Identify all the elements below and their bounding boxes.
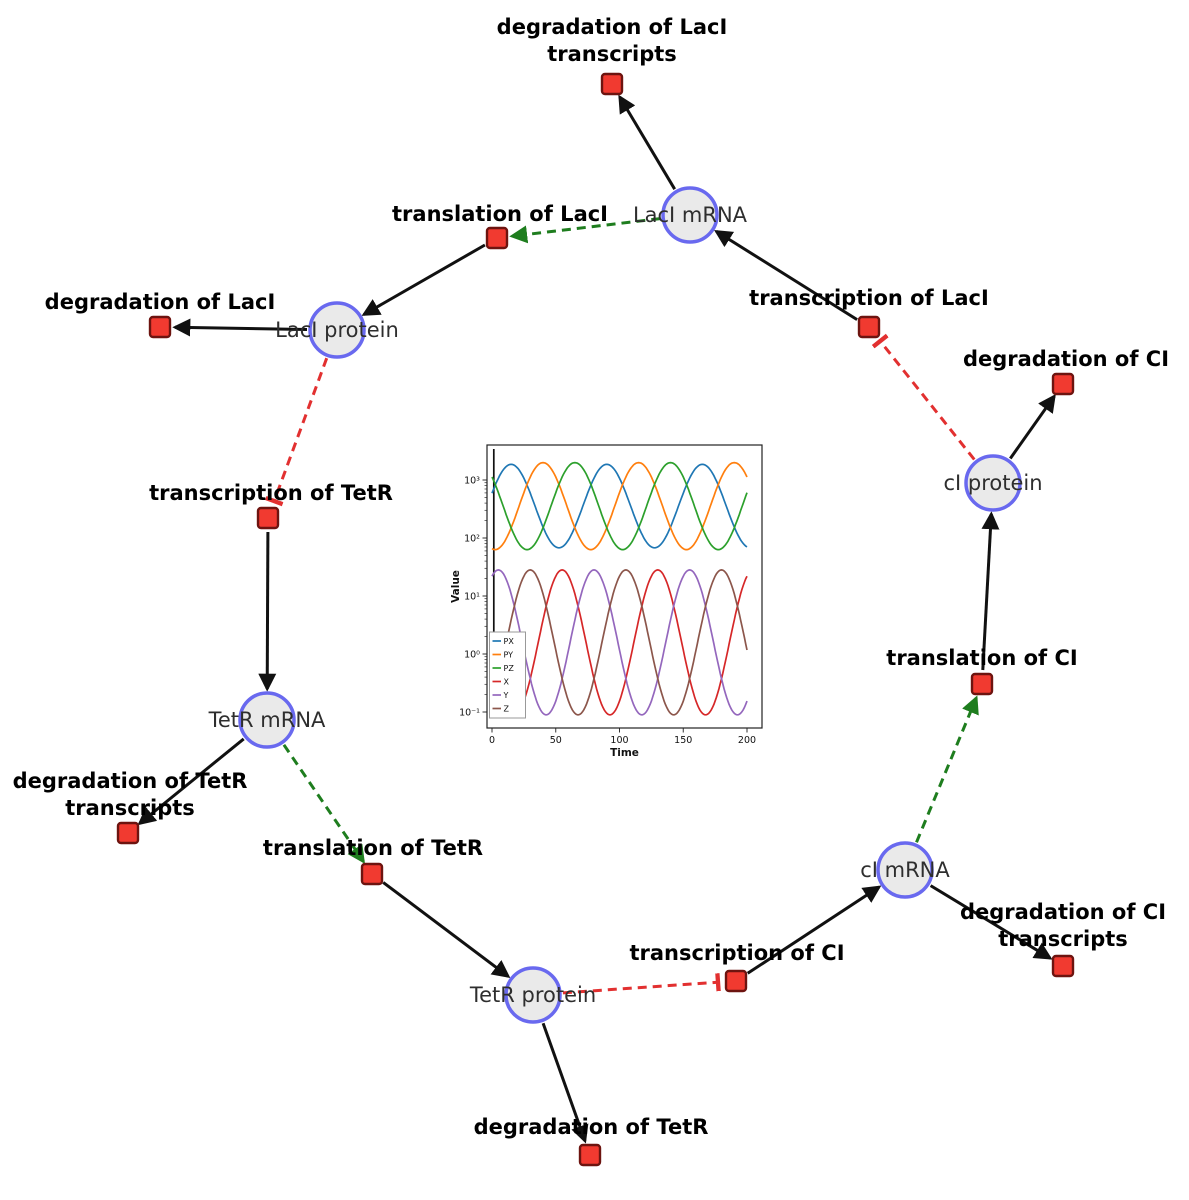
- y-tick-label: 10³: [464, 476, 480, 487]
- edges-layer: [137, 94, 1056, 1144]
- chart-frame: [486, 444, 763, 729]
- x-tick-label: 100: [610, 735, 628, 746]
- species-node-ci-mrna: [876, 841, 934, 899]
- legend-entry-label: PX: [504, 637, 515, 646]
- series-Y: [491, 569, 748, 716]
- reaction-label-translation-laci: translation of LacI: [392, 202, 608, 226]
- reaction-label-deg-tetr: degradation of TetR: [474, 1115, 709, 1139]
- species-node-laci-protein: [308, 301, 366, 359]
- species-node-laci-mrna: [661, 186, 719, 244]
- reaction-node-transcription-ci: [724, 969, 748, 993]
- x-tick-label: 0: [489, 735, 495, 746]
- reaction-node-translation-laci: [485, 226, 509, 250]
- series-Z: [491, 569, 748, 716]
- reaction-node-deg-ci: [1051, 372, 1075, 396]
- edge-production-transcription-tetr-tetr-mrna: [258, 531, 277, 692]
- edge-modifier-tetr-mrna-translation-tetr: [282, 743, 366, 864]
- species-node-tetr-protein: [504, 966, 562, 1024]
- edge-production-transcription-laci-laci-mrna: [714, 229, 858, 321]
- y-tick-label: 10¹: [464, 592, 480, 603]
- reaction-node-transcription-laci: [857, 315, 881, 339]
- x-tick-label: 200: [738, 735, 756, 746]
- legend-box: [489, 631, 526, 719]
- reaction-label-transcription-tetr: transcription of TetR: [149, 481, 393, 505]
- y-tick-label: 10²: [464, 534, 480, 545]
- species-label-laci-protein: LacI protein: [275, 318, 399, 342]
- species-label-laci-mrna: LacI mRNA: [633, 203, 748, 227]
- reaction-node-translation-ci: [970, 672, 994, 696]
- edge-consumption-laci-protein-deg-laci: [172, 318, 308, 337]
- edge-inhibition-laci-protein-transcription-tetr: [265, 357, 329, 507]
- reaction-label-deg-laci: degradation of LacI: [45, 290, 276, 314]
- species-label-ci-protein: cI protein: [943, 471, 1042, 495]
- edge-consumption-laci-mrna-deg-laci-transcripts: [618, 94, 676, 190]
- edge-consumption-ci-mrna-deg-ci-transcripts: [929, 884, 1053, 960]
- reaction-label-deg-tetr-transcripts: degradation of TetR: [13, 769, 248, 793]
- reaction-label-deg-laci-transcripts: transcripts: [547, 42, 677, 66]
- y-tick-label: 10⁰: [464, 650, 480, 661]
- y-axis-title: Value: [450, 570, 462, 603]
- x-tick-label: 50: [550, 735, 562, 746]
- species-label-tetr-protein: TetR protein: [469, 983, 596, 1007]
- legend-entry-label: PZ: [504, 664, 515, 673]
- legend-entry-label: PY: [504, 651, 514, 660]
- nodes-layer: [116, 72, 1075, 1167]
- species-node-ci-protein: [964, 454, 1022, 512]
- x-tick-label: 150: [674, 735, 692, 746]
- reaction-label-translation-tetr: translation of TetR: [263, 836, 483, 860]
- reaction-node-deg-tetr: [578, 1143, 602, 1167]
- edge-inhibition-ci-protein-transcription-laci: [871, 333, 976, 461]
- edge-inhibition-tetr-protein-transcription-ci: [562, 973, 721, 995]
- legend-entry-label: Z: [504, 705, 510, 714]
- species-label-ci-mrna: cI mRNA: [860, 858, 950, 882]
- edge-production-transcription-ci-ci-mrna: [746, 885, 882, 975]
- reaction-label-deg-ci: degradation of CI: [963, 347, 1169, 371]
- reaction-node-translation-tetr: [360, 862, 384, 886]
- reaction-node-deg-tetr-transcripts: [116, 821, 140, 845]
- edge-production-translation-tetr-tetr-protein: [382, 881, 511, 979]
- reaction-label-transcription-laci: transcription of LacI: [749, 286, 989, 310]
- edge-consumption-tetr-protein-deg-tetr: [541, 1022, 589, 1144]
- legend-entry-label: Y: [503, 691, 509, 700]
- x-axis-title: Time: [610, 747, 639, 759]
- reaction-node-transcription-tetr: [256, 506, 280, 530]
- edge-production-translation-laci-laci-protein: [361, 243, 486, 316]
- reaction-node-deg-laci-transcripts: [600, 72, 624, 96]
- reaction-label-translation-ci: translation of CI: [886, 646, 1077, 670]
- reaction-label-deg-tetr-transcripts: transcripts: [65, 796, 195, 820]
- series-X: [491, 569, 748, 716]
- reaction-node-deg-ci-transcripts: [1051, 954, 1075, 978]
- series-PX: [491, 463, 748, 549]
- reaction-label-deg-ci-transcripts: transcripts: [998, 927, 1128, 951]
- series-PZ: [491, 461, 748, 551]
- series-PY: [491, 461, 748, 551]
- edge-modifier-laci-mrna-translation-laci: [509, 217, 661, 244]
- edge-consumption-tetr-mrna-deg-tetr-transcripts: [137, 737, 245, 826]
- edge-modifier-ci-mrna-translation-ci: [915, 695, 979, 843]
- reaction-label-deg-ci-transcripts: degradation of CI: [960, 900, 1166, 924]
- reaction-label-transcription-ci: transcription of CI: [629, 941, 844, 965]
- y-tick-label: 10⁻¹: [459, 708, 480, 719]
- legend-entry-label: X: [504, 678, 510, 687]
- reaction-node-deg-laci: [148, 315, 172, 339]
- species-node-tetr-mrna: [238, 691, 296, 749]
- edge-production-translation-ci-ci-protein: [981, 511, 1000, 671]
- reaction-label-deg-laci-transcripts: degradation of LacI: [497, 15, 728, 39]
- edge-consumption-ci-protein-deg-ci: [1009, 393, 1056, 460]
- species-label-tetr-mrna: TetR mRNA: [208, 708, 326, 732]
